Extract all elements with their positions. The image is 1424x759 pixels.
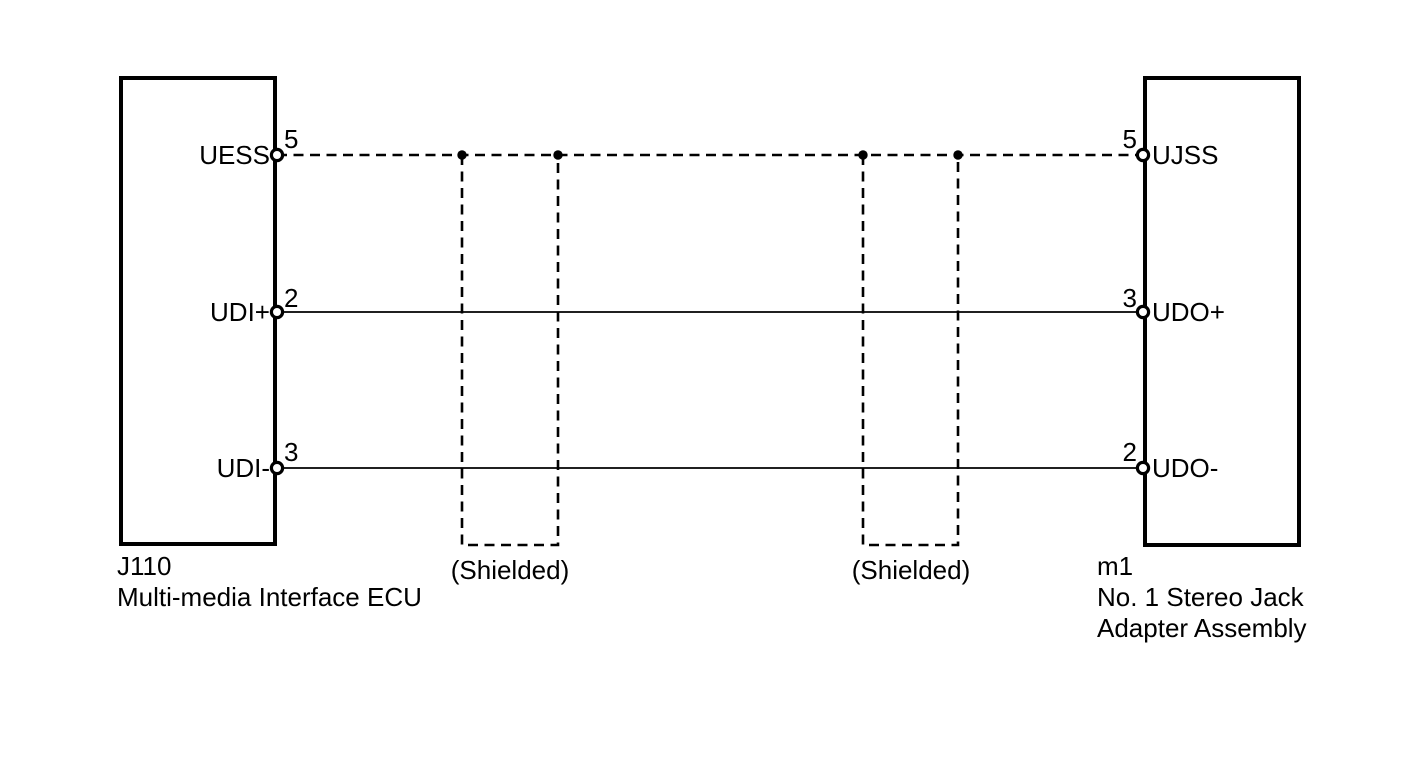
pin-terminal-udo-plus <box>1135 304 1151 320</box>
shielded-label-right: (Shielded) <box>851 555 971 585</box>
pin-number-udi-plus: 2 <box>284 283 299 313</box>
pin-label-ujss: UJSS <box>1152 140 1219 170</box>
junction-dot <box>858 150 868 160</box>
pin-label-udo-minus: UDO- <box>1152 453 1219 483</box>
junction-dot <box>457 150 467 160</box>
pin-number-udo-minus: 2 <box>1122 437 1137 467</box>
right-component-name-line1: No. 1 Stereo Jack <box>1097 582 1304 612</box>
junction-dot <box>953 150 963 160</box>
pin-terminal-udi-minus <box>269 460 285 476</box>
pin-number-udi-minus: 3 <box>284 437 299 467</box>
shield-enclosure-left <box>460 155 560 547</box>
pin-terminal-udi-plus <box>269 304 285 320</box>
right-component-id: m1 <box>1097 551 1134 581</box>
junction-dot <box>553 150 563 160</box>
right-component-caption: m1 No. 1 Stereo Jack Adapter Assembly <box>1097 551 1307 644</box>
shielded-label-left: (Shielded) <box>450 555 570 585</box>
right-component-name-line2: Adapter Assembly <box>1097 613 1307 643</box>
pin-terminal-ujss <box>1135 147 1151 163</box>
pin-number-udo-plus: 3 <box>1122 283 1137 313</box>
left-component-caption: J110 Multi-media Interface ECU <box>117 551 422 613</box>
pin-label-udo-plus: UDO+ <box>1152 297 1225 327</box>
left-component-name: Multi-media Interface ECU <box>117 582 422 612</box>
pin-label-udi-plus: UDI+ <box>210 297 270 327</box>
pin-number-uess: 5 <box>284 124 299 154</box>
pin-label-udi-minus: UDI- <box>216 453 270 483</box>
pin-number-ujss: 5 <box>1122 124 1137 154</box>
pin-label-uess: UESS <box>199 140 270 170</box>
pin-terminal-udo-minus <box>1135 460 1151 476</box>
shield-enclosure-right <box>861 155 960 547</box>
pin-terminal-uess <box>269 147 285 163</box>
left-component-id: J110 <box>117 551 172 581</box>
